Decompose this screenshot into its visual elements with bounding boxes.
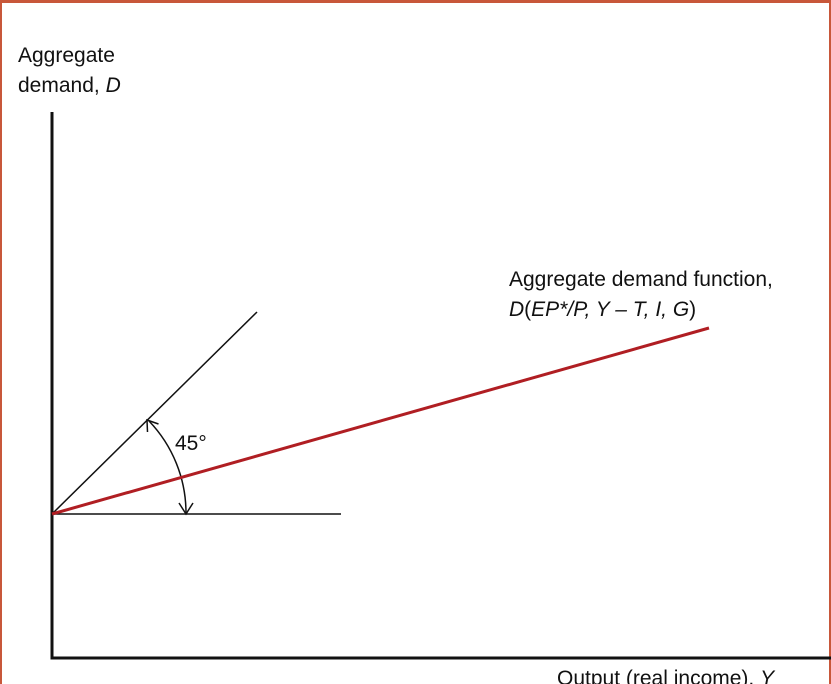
angle-arc bbox=[148, 420, 187, 514]
angle-arrow-bottom-icon bbox=[178, 502, 194, 516]
series-label-d: D bbox=[509, 298, 524, 321]
angle-arrow-top-icon bbox=[146, 418, 159, 433]
y-axis-label-text: demand, bbox=[18, 74, 106, 97]
x-axis-label-text: Output (real income), bbox=[557, 667, 760, 684]
series-label-line1: Aggregate demand function, bbox=[509, 268, 773, 291]
angle-label: 45° bbox=[175, 432, 207, 455]
x-axis-label: Output (real income), Y bbox=[557, 667, 776, 684]
x-axis-label-symbol: Y bbox=[760, 667, 776, 684]
series-label-line2: D(EP*/P, Y – T, I, G) bbox=[509, 298, 696, 321]
series-label-args: EP*/P, Y – T, I, G bbox=[531, 298, 689, 321]
aggregate-demand-line bbox=[51, 326, 710, 516]
y-axis-label-line1: Aggregate bbox=[18, 44, 115, 67]
series-label-close-paren: ) bbox=[689, 298, 696, 321]
series-label-open-paren: ( bbox=[524, 298, 531, 321]
y-axis-label-line2: demand, D bbox=[18, 74, 121, 97]
y-axis-label-symbol: D bbox=[106, 74, 121, 97]
forty-five-degree-line bbox=[51, 311, 258, 515]
